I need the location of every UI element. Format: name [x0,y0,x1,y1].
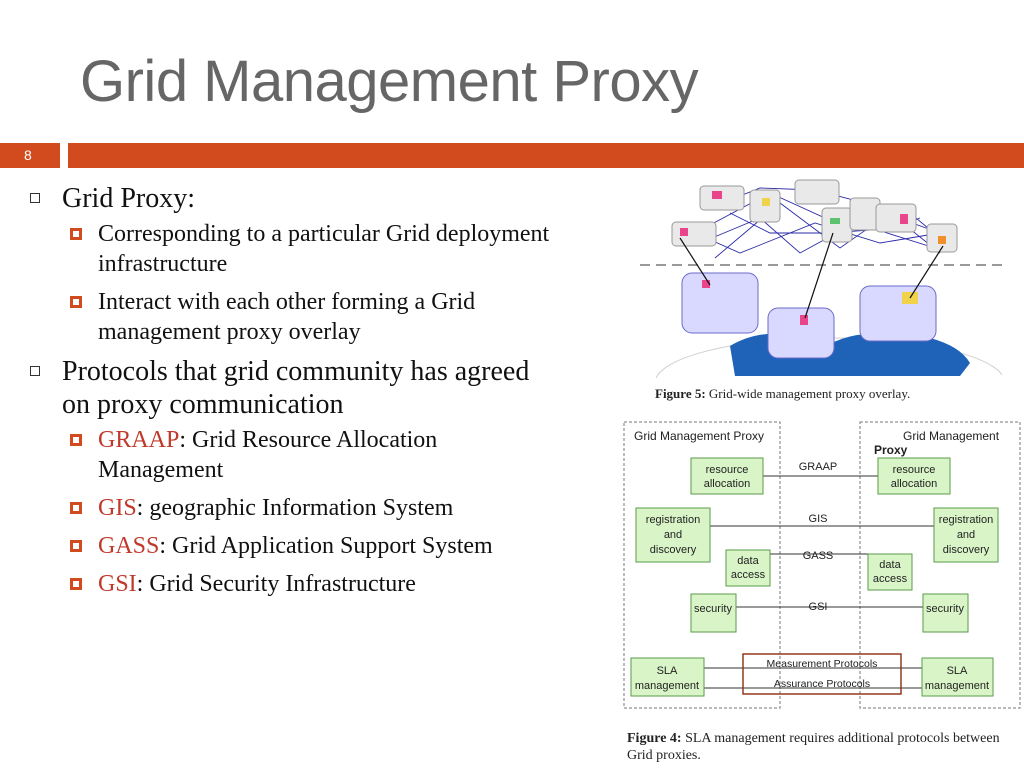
resource-label: allocation [704,478,750,490]
sla-label: SLA [657,665,678,677]
left-proxy-title: Grid Management Proxy [634,429,764,443]
gass-label: GASS [803,550,834,562]
site-proxies [681,272,937,359]
right-proxy-title-2: Proxy [874,443,908,457]
registration-label: and [664,529,682,541]
resource-label: resource [706,464,749,476]
measurement-label: Measurement Protocols [767,658,878,670]
title-divider-bar [68,143,1024,168]
square-bullet-icon [70,296,82,308]
sub-bullet: Corresponding to a particular Grid deplo… [26,219,551,279]
figure5-caption: Figure 5: Grid-wide management proxy ove… [655,386,911,401]
square-bullet-icon [70,502,82,514]
figure4-caption: Figure 4: SLA management requires additi… [627,731,1000,763]
resource-label: allocation [891,478,937,490]
security-label: security [694,603,732,615]
proxy-overlay-illustration [640,179,1002,378]
sub-bullet-gis: GIS: geographic Information System [26,493,551,523]
bullet-protocols: Protocols that grid community has agreed… [26,355,551,421]
data-label: access [873,573,908,585]
assurance-label: Assurance Protocols [774,678,870,690]
sla-label: SLA [947,665,968,677]
graap-label: GRAAP [799,461,838,473]
sla-protocol-diagram: Grid Management Proxy Grid Management Pr… [623,421,1021,709]
gis-label: GIS [809,513,828,525]
sla-label: management [925,680,989,692]
page-title: Grid Management Proxy [80,49,699,114]
sla-label: management [635,680,699,692]
sub-bullet-gsi: GSI: Grid Security Infrastructure [26,569,551,599]
data-label: data [879,559,901,571]
registration-label: registration [646,514,700,526]
sub-bullet-graap: GRAAP: Grid Resource Allocation Manageme… [26,425,551,485]
resource-label: resource [893,464,936,476]
security-label: security [926,603,964,615]
data-label: data [737,555,759,567]
hollow-square-bullet-icon [30,193,40,203]
registration-label: registration [939,514,993,526]
registration-label: discovery [650,544,697,556]
bullet-grid-proxy: Grid Proxy: [26,182,551,215]
bullet-list: Grid Proxy: Corresponding to a particula… [26,182,551,607]
slide-number: 8 [0,143,60,168]
data-label: access [731,569,766,581]
square-bullet-icon [70,228,82,240]
right-proxy-title: Grid Management [903,429,1000,443]
hollow-square-bullet-icon [30,366,40,376]
sub-bullet: Interact with each other forming a Grid … [26,287,551,347]
overlay-nodes [671,179,958,253]
sub-bullet-gass: GASS: Grid Application Support System [26,531,551,561]
square-bullet-icon [70,540,82,552]
square-bullet-icon [70,578,82,590]
registration-label: and [957,529,975,541]
registration-label: discovery [943,544,990,556]
gsi-label: GSI [809,601,828,613]
square-bullet-icon [70,434,82,446]
